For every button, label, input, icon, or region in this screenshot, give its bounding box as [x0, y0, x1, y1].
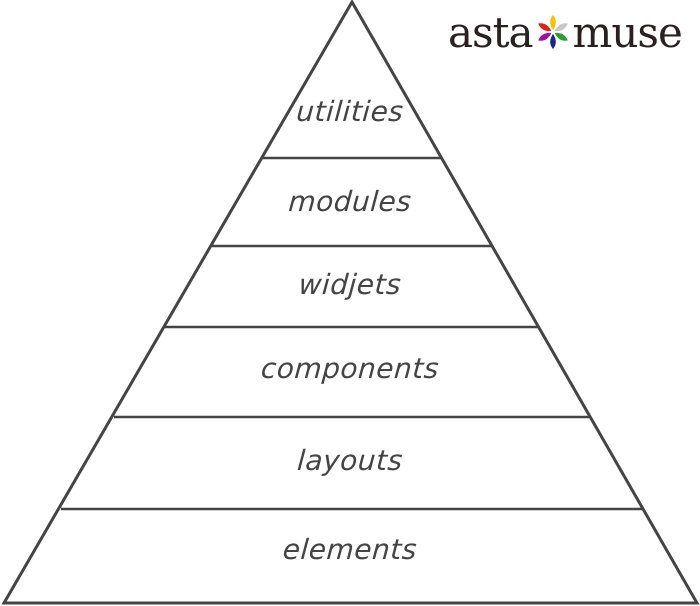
layer-modules: modules	[287, 185, 413, 218]
logo-text-left: asta	[448, 7, 534, 57]
layer-widjets: widjets	[297, 268, 403, 301]
logo-text-right: muse	[572, 7, 683, 57]
layer-layouts: layouts	[296, 444, 404, 477]
layer-components: components	[259, 352, 441, 385]
flower-icon	[537, 14, 568, 50]
layer-utilities: utilities	[295, 95, 405, 128]
layer-elements: elements	[281, 533, 419, 566]
astamuse-logo: asta muse	[448, 7, 683, 57]
